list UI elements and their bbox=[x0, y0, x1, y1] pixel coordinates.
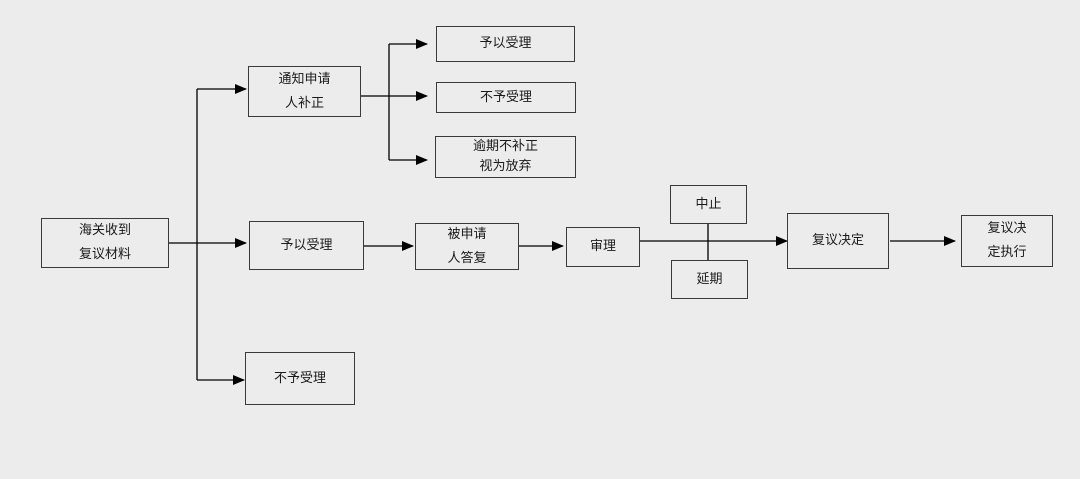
node-accept-label: 予以受理 bbox=[280, 237, 333, 253]
node-reject-label: 不予受理 bbox=[273, 370, 326, 386]
node-suspend-label: 中止 bbox=[695, 196, 722, 212]
node-review: 审理 bbox=[566, 227, 640, 267]
node-extend: 延期 bbox=[671, 260, 748, 299]
node-receive-label: 海关收到 复议材料 bbox=[78, 223, 131, 262]
node-accept: 予以受理 bbox=[249, 221, 364, 270]
node-notify-accept-label: 予以受理 bbox=[479, 36, 532, 51]
node-review-label: 审理 bbox=[589, 239, 616, 254]
node-reject: 不予受理 bbox=[245, 352, 355, 405]
node-extend-label: 延期 bbox=[696, 271, 723, 287]
node-suspend: 中止 bbox=[670, 185, 747, 224]
node-notify-overdue-label: 逾期不补正 视为放弃 bbox=[472, 139, 538, 174]
node-notify-accept: 予以受理 bbox=[436, 26, 575, 62]
node-execute-label: 复议决 定执行 bbox=[987, 221, 1027, 260]
node-notify-reject-label: 不予受理 bbox=[479, 89, 532, 105]
node-notify-label: 通知申请 人补正 bbox=[278, 71, 331, 111]
node-respondent: 被申请 人答复 bbox=[415, 223, 519, 270]
node-notify-reject: 不予受理 bbox=[436, 82, 576, 113]
node-notify-overdue: 逾期不补正 视为放弃 bbox=[435, 136, 576, 178]
node-respondent-label: 被申请 人答复 bbox=[447, 226, 487, 266]
node-execute: 复议决 定执行 bbox=[961, 215, 1053, 267]
node-decision: 复议决定 bbox=[787, 213, 889, 269]
node-notify: 通知申请 人补正 bbox=[248, 66, 361, 117]
node-receive: 海关收到 复议材料 bbox=[41, 218, 169, 268]
node-decision-label: 复议决定 bbox=[811, 233, 864, 248]
